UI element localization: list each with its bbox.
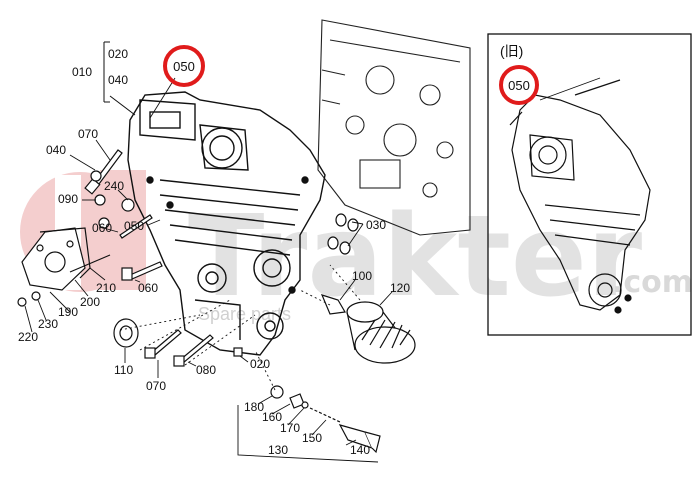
inset-title: (旧) [500,43,523,59]
watermark-tagline: Spare parts [198,304,291,324]
label-010: 010 [72,65,92,79]
label-140: 140 [350,443,370,457]
inset-cover-drawing [509,79,651,314]
label-bracket-010 [103,41,136,116]
part-labels: 010 020 040 070 040 090 240 060 050 210 … [18,47,410,457]
label-070-top: 070 [78,127,98,141]
label-180: 180 [244,400,264,414]
label-240: 240 [104,179,124,193]
label-020-top: 020 [108,47,128,61]
inset-panel: (旧) 050 [487,33,692,336]
label-170: 170 [280,421,300,435]
inset-callout-050[interactable]: 050 [499,65,539,105]
label-060-b: 060 [138,281,158,295]
label-040: 040 [46,143,66,157]
callout-050-label: 050 [173,59,195,74]
gear-case-cover [127,91,326,356]
callout-050[interactable]: 050 [163,45,205,87]
label-120: 120 [390,281,410,295]
inset-callout-050-label: 050 [508,78,530,93]
label-100: 100 [352,269,372,283]
label-160: 160 [262,410,282,424]
label-190: 190 [58,305,78,319]
label-220: 220 [18,330,38,344]
left-hardware [17,149,243,367]
watermark-suffix: .com [612,265,693,300]
label-110: 110 [114,363,133,377]
label-090: 090 [58,192,78,206]
label-130: 130 [268,443,288,457]
label-020: 020 [250,357,270,371]
label-040-top: 040 [108,73,128,87]
leader-lines [24,77,393,463]
label-200: 200 [80,295,100,309]
label-080: 080 [196,363,216,377]
label-150: 150 [302,431,322,445]
label-230: 230 [38,317,58,331]
label-030: 030 [366,218,386,232]
right-hardware [270,213,416,454]
label-210: 210 [96,281,116,295]
label-070: 070 [146,379,166,393]
watermark-brand: Trakter [188,192,642,322]
label-050: 050 [124,219,144,233]
engine-block-outline [317,19,471,236]
label-060-a: 060 [92,221,112,235]
